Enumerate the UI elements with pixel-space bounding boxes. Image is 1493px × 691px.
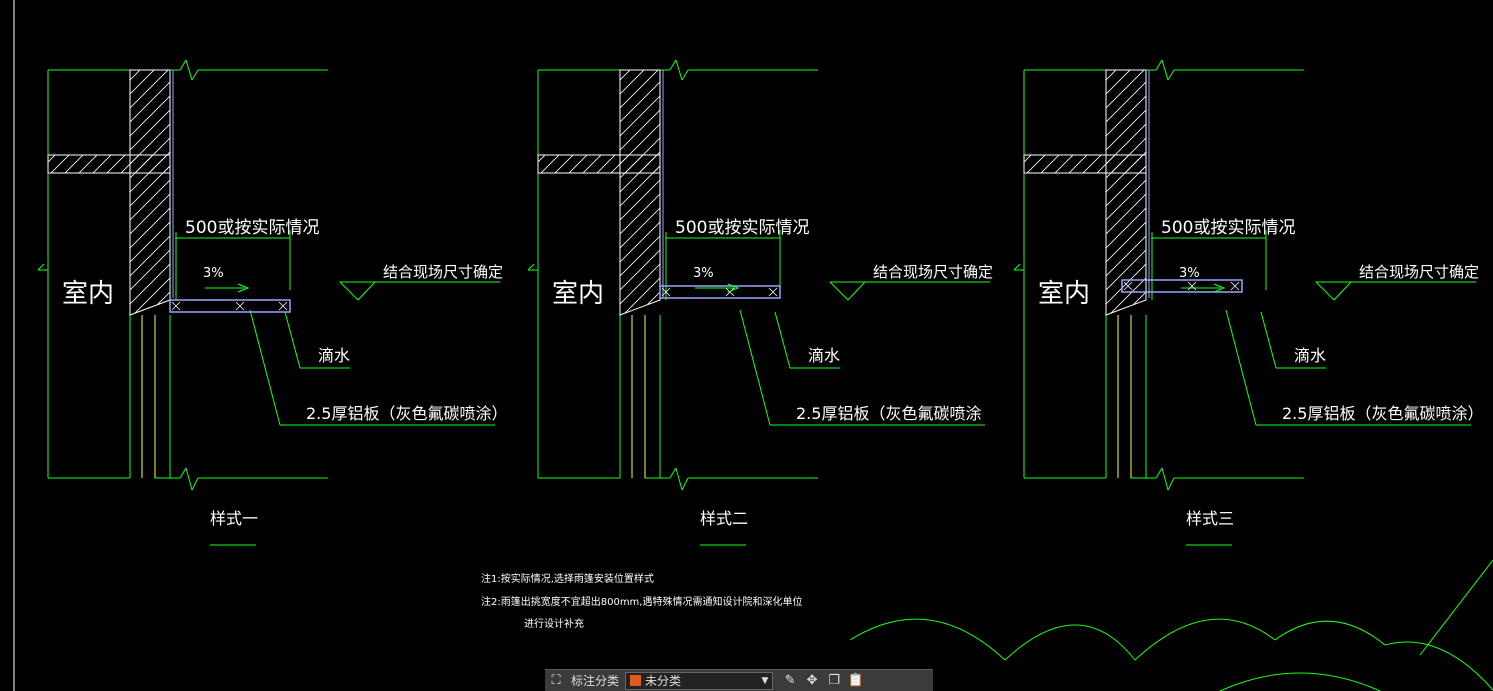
category-select[interactable]: 未分类 ▼ [625,671,774,690]
toolbar-label: 标注分类 [571,674,620,688]
chevron-down-icon[interactable]: ▼ [761,675,769,686]
panel-fastener [171,301,181,311]
drawing-line [669,467,677,479]
panel-fastener [1123,281,1133,291]
drawing-line [185,59,193,81]
move-icon[interactable]: ✥ [806,673,818,688]
room-label: 室内 [1038,279,1090,309]
copy-icon[interactable]: ❐ [828,673,840,688]
revision-cloud [849,559,1493,691]
slope-label: 3% [693,266,714,281]
slope-arrow [1213,283,1226,293]
drawing-line [191,69,199,81]
drip-label: 滴水 [318,346,350,365]
edit-icon[interactable]: ✎ [784,673,796,688]
drawing-line [675,59,683,81]
drawing-line [774,311,791,369]
drawing-line [1260,311,1277,369]
panel-fastener [661,287,671,297]
drawing-line [179,59,187,71]
hatched-wall [619,69,661,316]
panel-label: 2.5厚铝板（灰色氟碳喷涂 [796,404,981,423]
drawing-line [1155,467,1163,479]
detail-title: 样式二 [700,509,748,528]
paste-icon[interactable]: 📋 [847,673,865,688]
room-label: 室内 [552,279,604,309]
panel-fastener [768,287,778,297]
hatched-slab [1023,154,1147,174]
drawing-line [37,263,45,271]
drawing-line [1167,477,1175,491]
hatched-wall [129,69,171,316]
slope-arrow [727,283,740,293]
drip-label: 滴水 [1294,346,1326,365]
level-label: 结合现场尺寸确定 [1359,263,1479,281]
room-label: 室内 [62,279,114,309]
panel-label: 2.5厚铝板（灰色氟碳喷涂） [306,404,507,423]
drawing-line [527,263,535,271]
aluminium-panel [1121,279,1243,293]
note-1: 注1:按实际情况,选择雨篷安装位置样式 [481,572,654,585]
layers-icon[interactable]: ⛶ [551,673,561,688]
drawing-line [1225,309,1257,426]
drawing-line [339,281,359,301]
category-value: 未分类 [645,674,682,688]
slope-label: 3% [203,266,224,281]
panel-fastener [278,301,288,311]
hatched-wall [1105,69,1147,316]
note-3: 进行设计补充 [524,617,584,630]
drawing-line [1161,59,1169,81]
detail-title: 样式一 [210,509,258,528]
drawing-line [829,281,849,301]
drawing-line [179,467,187,479]
aluminium-panel [169,299,291,313]
drawing-line [185,467,193,491]
drawing-line [1333,281,1352,301]
aluminium-panel [659,285,781,299]
panel-label: 2.5厚铝板（灰色氟碳喷涂） [1282,404,1483,423]
category-swatch [630,675,642,686]
drawing-line [669,59,677,71]
annotation-toolbar: ⛶ 标注分类 未分类 ▼ ✎ ✥ ❐ 📋 [545,669,933,691]
drawing-line [681,477,689,491]
drawing-line [357,281,376,301]
drawing-line [1155,59,1163,71]
slope-arrow [237,283,250,293]
drawing-line [681,69,689,81]
drawing-line [1161,467,1169,491]
drawing-line [191,477,199,491]
drawing-line [284,311,301,369]
drawing-line [675,467,683,491]
detail-title: 样式三 [1186,509,1234,528]
hatched-slab [47,154,171,174]
drip-label: 滴水 [808,346,840,365]
drawing-line [847,281,866,301]
dimension-label: 500或按实际情况 [1161,218,1295,238]
drawing-line [739,309,771,426]
drawing-line [1315,281,1335,301]
panel-fastener [1187,281,1197,291]
level-label: 结合现场尺寸确定 [873,263,993,281]
level-label: 结合现场尺寸确定 [383,263,503,281]
hatched-slab [537,154,661,174]
drawing-line [1013,263,1021,271]
slope-label: 3% [1179,266,1200,281]
panel-fastener [235,301,245,311]
drawing-line [1167,69,1175,81]
dimension-label: 500或按实际情况 [675,218,809,238]
note-2: 注2:雨篷出挑宽度不宜超出800mm,遇特殊情况需通知设计院和深化单位 [481,595,802,608]
panel-fastener [725,287,735,297]
panel-fastener [1230,281,1240,291]
dimension-label: 500或按实际情况 [185,218,319,238]
drawing-line [249,309,281,426]
